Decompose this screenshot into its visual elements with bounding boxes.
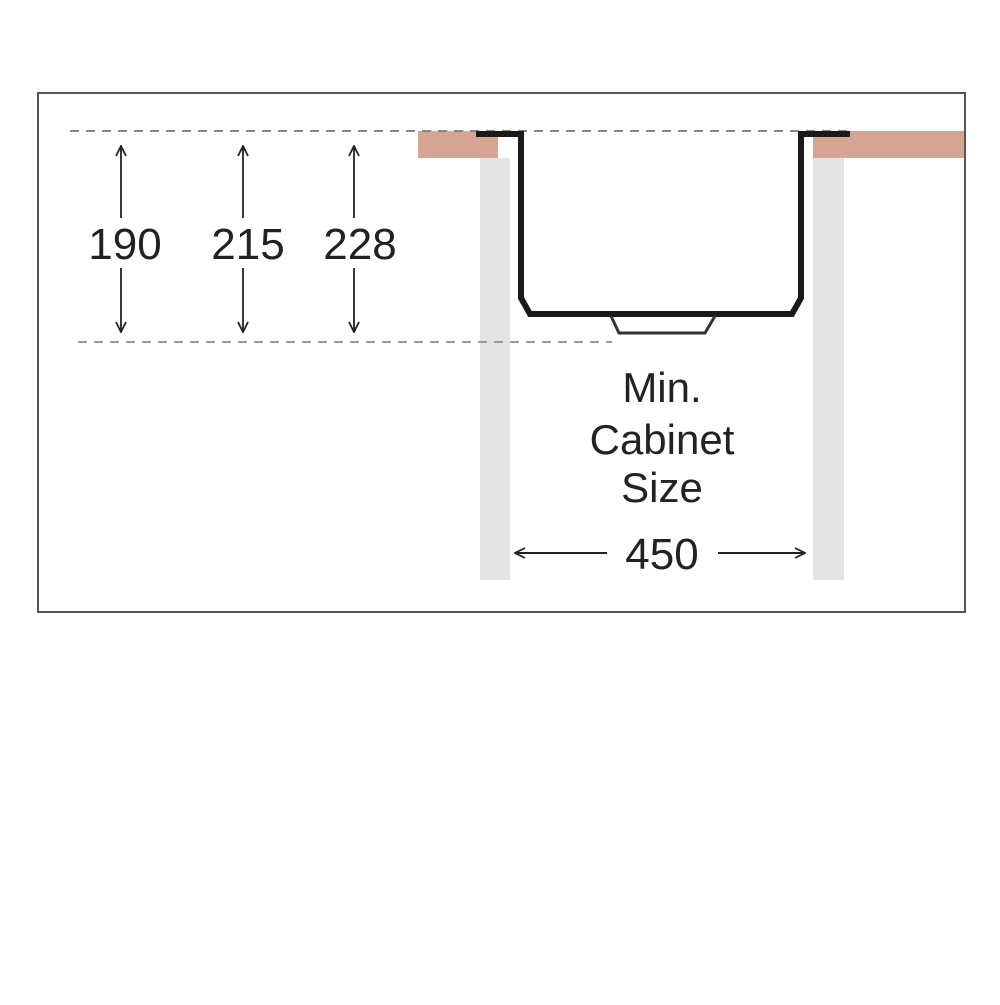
cabinet-side-right	[813, 158, 844, 580]
depth-label-190: 190	[88, 220, 161, 269]
sink-bowl	[476, 131, 850, 317]
width-label-450: 450	[625, 530, 698, 579]
cabinet-label-line2: Cabinet	[590, 416, 735, 463]
depth-label-228: 228	[323, 220, 396, 269]
depth-label-215: 215	[211, 220, 284, 269]
cabinet-label-line3: Size	[621, 464, 703, 511]
cabinet-label-line1: Min.	[622, 364, 701, 411]
sink-drain	[609, 315, 717, 335]
cabinet-side-left	[480, 158, 510, 580]
